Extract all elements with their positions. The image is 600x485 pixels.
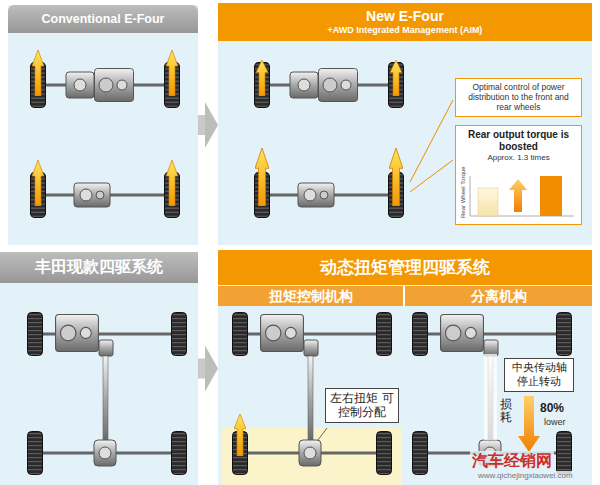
stopped-driveshaft [484,354,497,440]
panel-heading: New E-Four [218,3,592,24]
callout-text: Approx. 1.3 times [460,153,577,162]
flow-chevron [198,359,205,379]
chart-callout: Rear output torque is boostedApprox. 1.3… [455,125,582,225]
section-heading: 扭矩控制机构 [218,286,405,306]
flow-chevron [198,115,205,135]
awd-chassis [413,313,572,475]
torque-arrow [32,160,44,206]
system-panel: New E-Four+AWD Integrated Management (AI… [218,3,592,245]
leader-line [318,428,327,440]
front-axle [31,63,180,108]
section-heading: 分离机构 [405,286,592,306]
rear-axle [31,173,180,218]
callout-ground [455,125,582,225]
panel-heading: +AWD Integrated Management (AIM) [218,24,592,41]
panel-ground [218,3,592,245]
rear-axle [255,173,404,218]
torque-arrow [32,50,44,96]
system-panel: 动态扭矩管理四驱系统扭矩控制机构左右扭矩 可控制分配分离机构中央传动轴 停止转动 [218,250,592,485]
panel-heading: Conventional E-Four [8,5,198,33]
callout-text: 中央传动轴 停止转动 [508,361,570,389]
watermark: 汽车经销网 [470,451,554,472]
chart-axis [470,176,471,216]
torque-arrow [389,148,403,206]
panel-ground [218,250,592,485]
torque-arrow [166,160,178,206]
front-axle [255,63,404,108]
callout-box: Optimal control of power distribution to… [455,78,582,117]
increase-arrow [509,179,527,212]
panel-heading: 动态扭矩管理四驱系统 [218,250,592,285]
panel-heading: 丰田现款四驱系统 [0,252,198,283]
torque-arrow [390,60,402,96]
callout-box: 中央传动轴 停止转动 [504,358,574,392]
torque-arrow [166,50,178,96]
callout-text: 左右扭矩 可控制分配 [329,391,395,420]
callout-text: Rear output torque is boosted [460,129,577,152]
torque-arrow [256,60,268,96]
panel-ground [8,5,198,245]
percent-note: lower [544,417,566,427]
leader-line [410,160,453,192]
panel-ground [0,252,198,485]
callout-text: Optimal control of power distribution to… [460,82,577,113]
torque-arrow [234,414,246,456]
leader-line [410,100,453,182]
watermark: www.qichejingxiaowei.com [476,471,575,480]
loss-label: 损耗 [500,398,512,424]
chart-bar [478,188,498,216]
system-panel: 丰田现款四驱系统 [0,252,198,485]
chart-bar [540,176,562,216]
torque-arrow [255,148,269,206]
percent-value: 80% [540,401,564,415]
callout-box: 左右扭矩 可控制分配 [325,388,399,423]
awd-chassis [28,313,187,475]
mechanism-section: 扭矩控制机构左右扭矩 可控制分配 [218,286,405,485]
callout-text: Rear Wheel Torque [460,166,467,218]
reduction-arrow [518,396,540,452]
system-panel: Conventional E-Four [8,5,198,245]
